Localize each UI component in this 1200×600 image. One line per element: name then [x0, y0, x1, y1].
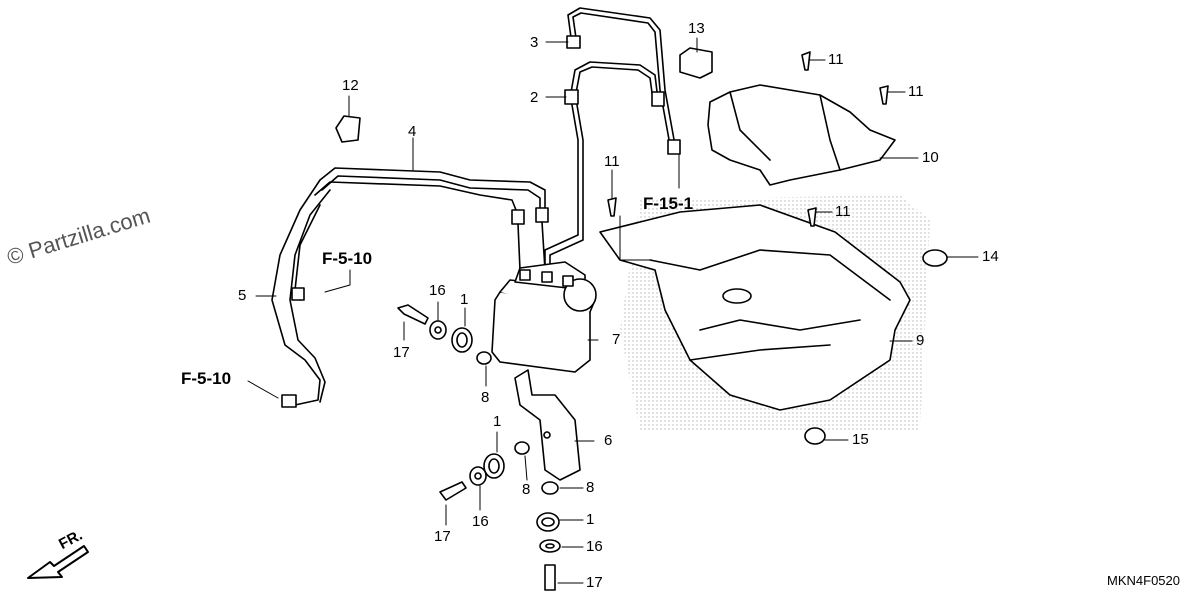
leader-lines [247, 37, 979, 584]
ref-f5-10-lower[interactable]: F-5-10 [181, 369, 232, 388]
ref-f15-1[interactable]: F-15-1 [643, 194, 694, 213]
arrow-down-left-icon [27, 545, 89, 579]
callout-9: 9 [916, 332, 925, 349]
callout-17-b: 17 [434, 528, 451, 545]
callout-11-d: 11 [835, 203, 851, 220]
clip-15 [804, 427, 826, 445]
callout-11-c: 11 [604, 153, 620, 170]
callout-12: 12 [342, 77, 359, 94]
callout-17-c: 17 [586, 574, 603, 591]
callout-4: 4 [408, 123, 417, 140]
diagram-code: MKN4F0520 [1107, 573, 1180, 588]
callout-8-a: 8 [481, 389, 490, 406]
callout-1-b: 1 [493, 413, 502, 430]
callout-8-b: 8 [522, 481, 531, 498]
brake-hose-4 [314, 167, 549, 271]
cover-10 [707, 84, 896, 186]
bolt-17-b [439, 481, 467, 501]
battery-tray-9 [599, 204, 911, 411]
washer-16-a [429, 320, 447, 340]
brake-hose-5 [271, 179, 331, 408]
collar-8-a [476, 351, 492, 365]
callout-15: 15 [852, 431, 869, 448]
collar-8-b [514, 441, 530, 455]
callout-8-c: 8 [586, 479, 595, 496]
grommet-1-a [451, 327, 473, 353]
callout-5: 5 [238, 287, 247, 304]
abs-bracket-6 [514, 369, 581, 481]
grommet-1-c [536, 512, 560, 532]
brake-pipe-3 [566, 7, 676, 146]
callout-11-b: 11 [908, 83, 924, 100]
brake-pipe-2 [544, 61, 681, 271]
callout-2: 2 [530, 89, 539, 106]
washer-16-b [469, 466, 487, 486]
callout-16-c: 16 [586, 538, 603, 555]
callout-1-c: 1 [586, 511, 595, 528]
fastener-11-a [801, 51, 811, 71]
callout-16-a: 16 [429, 282, 446, 299]
grommet-1-b [483, 453, 505, 479]
callout-11-a: 11 [828, 51, 844, 68]
ref-f5-10-upper[interactable]: F-5-10 [322, 249, 373, 268]
bolt-17-c [544, 564, 556, 591]
callout-17-a: 17 [393, 344, 410, 361]
fastener-11-c [607, 197, 617, 217]
callout-3: 3 [530, 34, 539, 51]
callout-13: 13 [688, 20, 705, 37]
callout-10: 10 [922, 149, 939, 166]
abs-modulator-7 [491, 261, 597, 373]
fastener-11-d [807, 207, 817, 227]
sensor-12 [335, 115, 361, 143]
callout-16-b: 16 [472, 513, 489, 530]
washer-16-c [539, 539, 561, 553]
callout-7: 7 [612, 331, 621, 348]
bolt-17-a [397, 304, 429, 325]
callout-14: 14 [982, 248, 999, 265]
fastener-11-b [879, 85, 889, 105]
connector-13 [679, 47, 713, 79]
collar-8-c [541, 481, 559, 495]
clip-14 [922, 249, 948, 267]
callout-6: 6 [604, 432, 613, 449]
callout-1-a: 1 [460, 291, 469, 308]
